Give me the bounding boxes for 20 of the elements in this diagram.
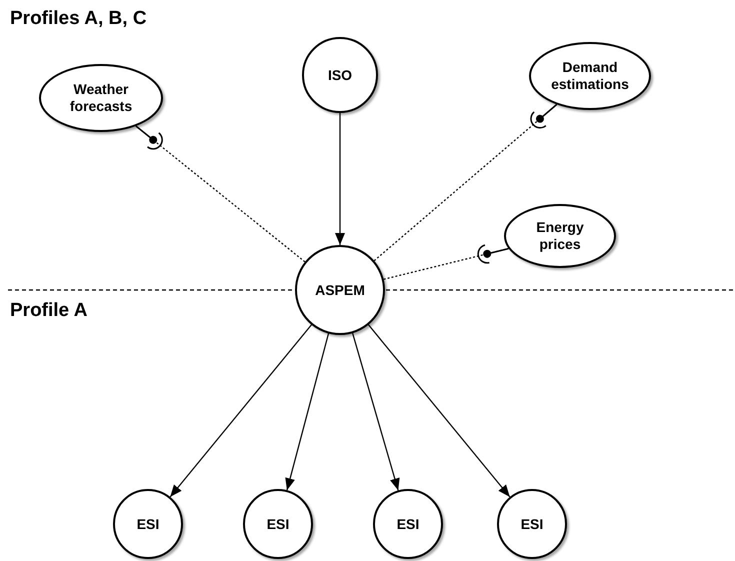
node-label: ISO [326,66,354,84]
node-label: ESI [266,516,290,532]
section-label: Profiles A, B, C [10,8,147,30]
arrow [170,324,312,498]
interface-connector [135,125,306,262]
node-label: ESI [520,516,544,532]
node-label: Demand estimations [550,59,630,93]
arrow [352,333,400,491]
circle-node [497,489,567,559]
node-label: ASPEM [314,282,366,298]
section-label: Profile A [10,300,88,322]
circle-node [113,489,183,559]
arrow [335,113,345,245]
interface-connector [374,104,558,262]
arrow [285,333,330,490]
node-label: Energy prices [535,219,585,253]
node-label: Weather forecasts [68,81,134,115]
arrow [368,324,510,498]
node-label: ESI [136,516,160,532]
node-label: ESI [396,516,420,532]
